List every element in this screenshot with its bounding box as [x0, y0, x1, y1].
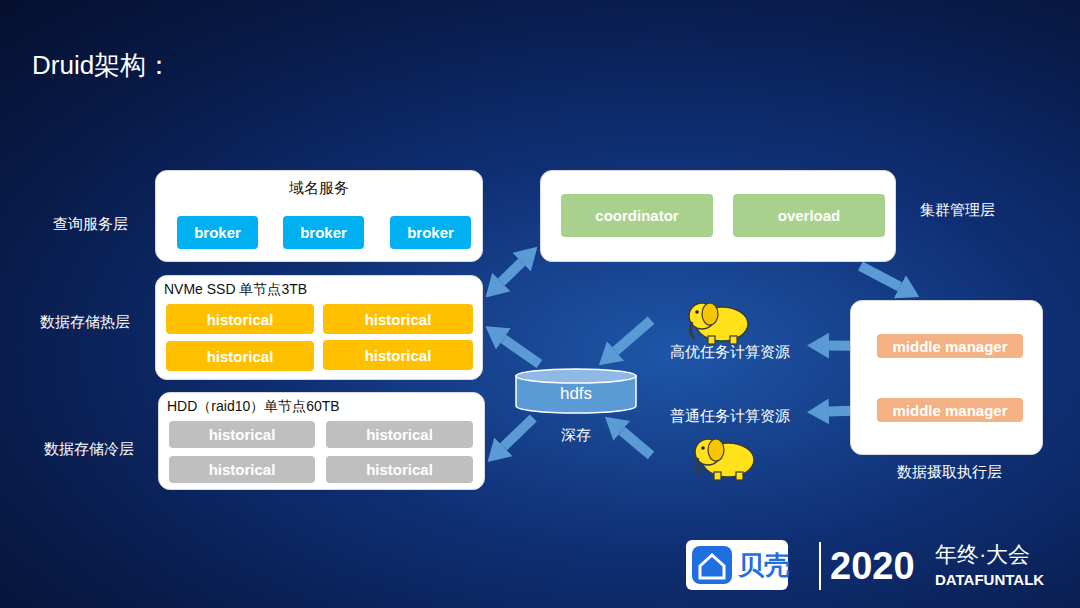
logo-house-icon: [692, 546, 732, 584]
hadoop-elephant-icon: [689, 303, 748, 344]
cluster-box: coordinator overload: [540, 170, 896, 262]
middle-manager-box: middle manager: [877, 398, 1023, 422]
box-heading: NVMe SSD 单节点3TB: [164, 281, 307, 299]
box-heading: 普通任务计算资源: [655, 407, 805, 426]
box-label: historical: [207, 348, 274, 365]
cold-storage-box: HDD（raid10）单节点60TB historical historical hi…: [158, 392, 485, 490]
box-label: overload: [778, 207, 841, 224]
box-label: coordinator: [595, 207, 678, 224]
historical-box: historical: [166, 341, 314, 371]
hot-storage-box: NVMe SSD 单节点3TB historical historical histo…: [155, 275, 483, 380]
block-arrow: [503, 418, 533, 447]
box-label: broker: [194, 224, 241, 241]
box-label: historical: [209, 426, 276, 443]
box-heading: 高优任务计算资源: [655, 343, 805, 362]
box-heading: 域名服务: [156, 179, 482, 198]
block-arrow: [501, 262, 521, 282]
storage-cylinder: hdfs深存: [515, 368, 637, 414]
hadoop-elephant-icon: [695, 439, 754, 480]
historical-box: historical: [166, 304, 314, 334]
ingest-box: middle manager middle manager: [850, 300, 1043, 455]
broker-box: broker: [283, 216, 364, 249]
storage-caption: 深存: [515, 426, 637, 445]
block-arrow: [622, 431, 651, 456]
box-label: broker: [300, 224, 347, 241]
box-label: historical: [366, 461, 433, 478]
slide-title: Druid架构：: [32, 48, 172, 83]
block-arrow: [616, 320, 651, 351]
box-label: historical: [365, 347, 432, 364]
box-label: broker: [407, 224, 454, 241]
box-label: historical: [366, 426, 433, 443]
service-box: 域名服务 broker broker broker: [155, 170, 483, 262]
box-label: historical: [209, 461, 276, 478]
event-brand: DATAFUNTALK: [935, 571, 1044, 588]
layer-label: 数据摄取执行层: [897, 463, 1002, 482]
event-name: 年终·大会: [935, 540, 1030, 570]
box-label: historical: [365, 311, 432, 328]
block-arrow: [503, 339, 539, 364]
block-arrow: [860, 266, 899, 287]
historical-box: historical: [326, 421, 473, 448]
box-heading: HDD（raid10）单节点60TB: [167, 398, 340, 416]
logo-text: 贝壳: [738, 548, 790, 583]
historical-box: historical: [323, 340, 473, 370]
historical-box: historical: [169, 421, 315, 448]
compute-resource: 普通任务计算资源: [655, 405, 805, 477]
historical-box: historical: [326, 456, 473, 483]
layer-label: 数据存储热层: [40, 313, 130, 332]
middle-manager-box: middle manager: [877, 334, 1023, 358]
cylinder-top: [516, 369, 636, 383]
broker-box: broker: [177, 216, 258, 249]
box-heading: hdfs: [515, 384, 637, 404]
layer-label: 查询服务层: [53, 215, 128, 234]
box-label: middle manager: [892, 338, 1007, 355]
compute-resource: 高优任务计算资源: [655, 295, 805, 367]
divider-line: [819, 542, 821, 590]
box-label: middle manager: [892, 402, 1007, 419]
historical-box: historical: [169, 456, 315, 483]
event-year: 2020: [830, 545, 915, 588]
box-label: historical: [207, 311, 274, 328]
manager-box: coordinator: [561, 194, 713, 237]
layer-label: 数据存储冷层: [44, 440, 134, 459]
broker-box: broker: [390, 216, 471, 249]
manager-box: overload: [733, 194, 885, 237]
historical-box: historical: [323, 304, 473, 334]
layer-label: 集群管理层: [920, 201, 995, 220]
